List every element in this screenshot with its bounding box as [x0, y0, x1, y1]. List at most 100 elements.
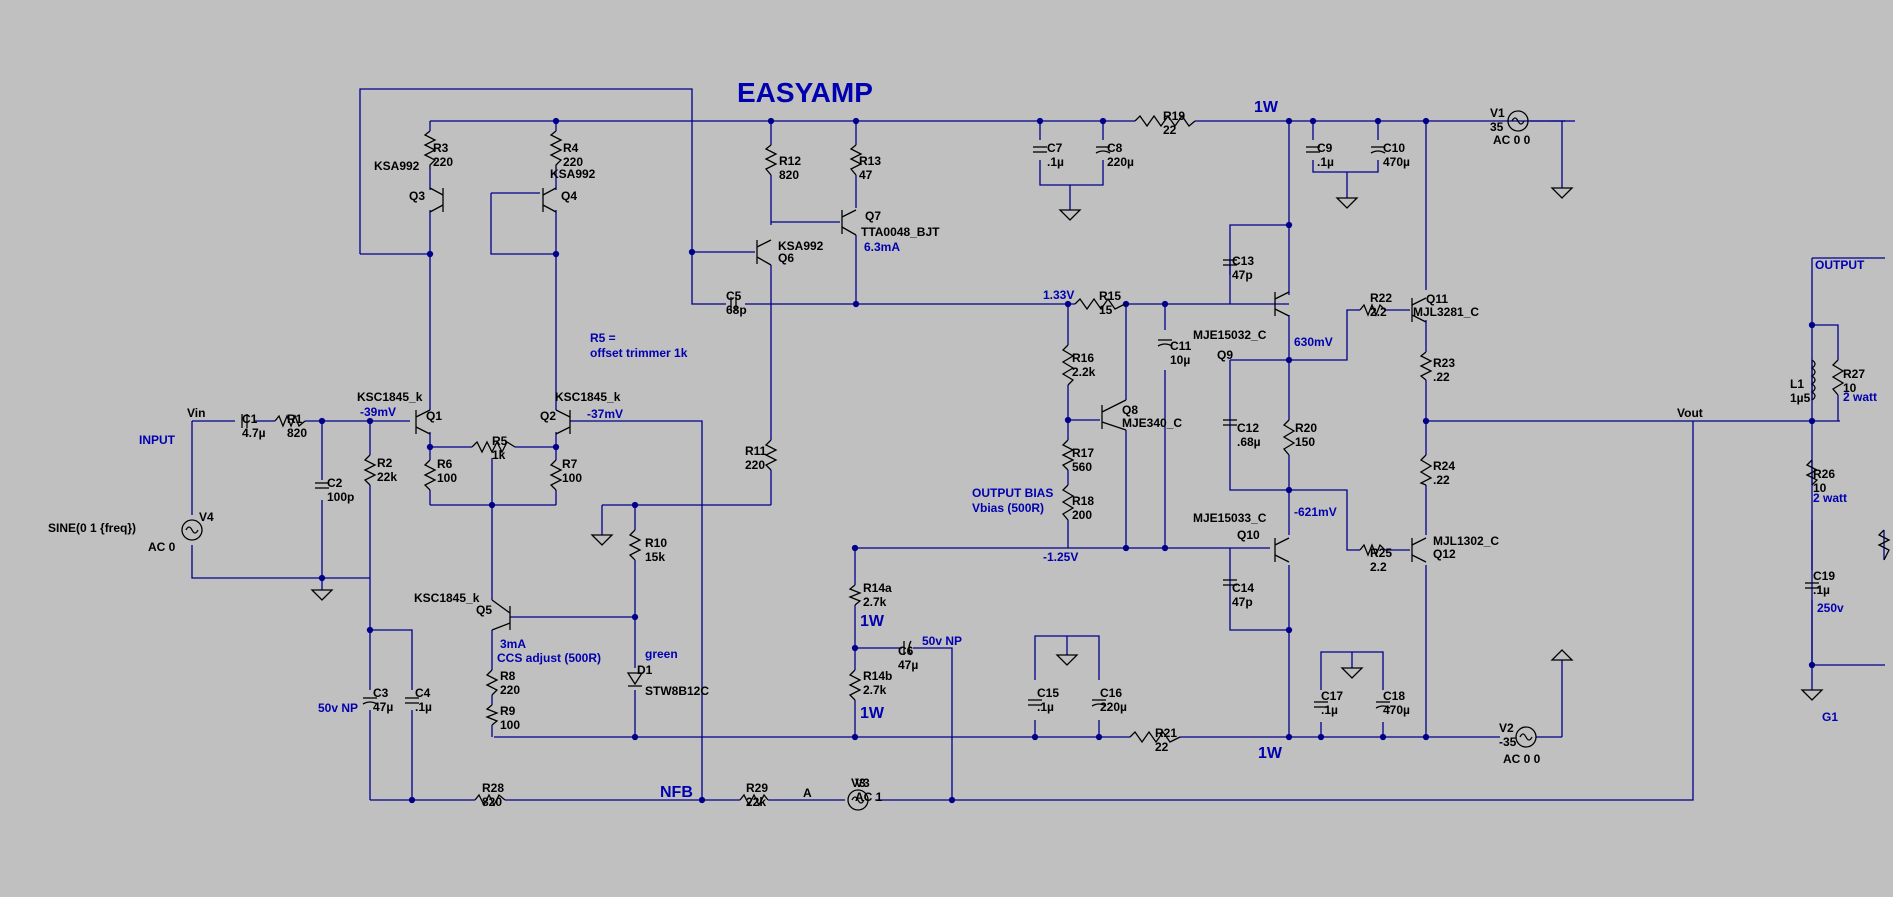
component-value-c14: 47p — [1232, 595, 1253, 609]
component-value-r28: 820 — [482, 795, 502, 809]
component-name-r1: R1 — [287, 412, 303, 426]
component-value-c5: 68p — [726, 303, 747, 317]
transistor-name-q8: Q8 — [1122, 403, 1138, 417]
annotation-v-630: 630mV — [1294, 335, 1333, 349]
page-title: EASYAMP — [737, 77, 873, 108]
component-name-v3: V3 — [855, 776, 870, 790]
component-name-c15: C15 — [1037, 686, 1059, 700]
component-value-c7: .1µ — [1047, 155, 1064, 169]
component-value-r1: 820 — [287, 426, 307, 440]
component-value-l1: 1µ5 — [1790, 391, 1811, 405]
component-name-r16: R16 — [1072, 351, 1094, 365]
transistor-name-q7: Q7 — [865, 209, 881, 223]
annotation-v-621: -621mV — [1294, 505, 1337, 519]
component-name-r14b: R14b — [863, 669, 892, 683]
annotation-w-r26: 2 watt — [1813, 491, 1847, 505]
component-name-r3: R3 — [433, 141, 449, 155]
annotation-v-1.33: 1.33V — [1043, 288, 1074, 302]
component-value-c13: 47p — [1232, 268, 1253, 282]
transistor-model-q4: KSA992 — [550, 167, 596, 181]
transistor-model-q11: MJL3281_C — [1413, 305, 1479, 319]
component-name-c7: C7 — [1047, 141, 1063, 155]
component-value-r14a: 2.7k — [863, 595, 887, 609]
component-value-c2: 100p — [327, 490, 354, 504]
component-name-r21: R21 — [1155, 726, 1177, 740]
label-a-node: A — [803, 786, 812, 800]
component-name-r26: R26 — [1813, 467, 1835, 481]
label-d1-name: D1 — [637, 663, 653, 677]
component-value-r29: 22k — [746, 795, 766, 809]
component-name-c6: C6 — [898, 644, 914, 658]
transistor-name-q6: Q6 — [778, 251, 794, 265]
transistor-name-q5: Q5 — [476, 603, 492, 617]
label-d1-model: STW8B12C — [645, 684, 709, 698]
label-v4-ac: AC 0 — [148, 540, 176, 554]
component-name-r29: R29 — [746, 781, 768, 795]
component-value-r7: 100 — [562, 471, 582, 485]
label-v2-ac: AC 0 0 — [1503, 752, 1541, 766]
transistor-labels: Q3KSA992Q4KSA992Q6KSA992Q7TTA0048_BJTQ1K… — [357, 159, 1499, 617]
transistor-name-q2: Q2 — [540, 409, 556, 423]
transistor-name-q12: Q12 — [1433, 547, 1456, 561]
component-value-c11: 10µ — [1170, 353, 1190, 367]
transistor-name-q4: Q4 — [561, 189, 577, 203]
component-value-r27: 10 — [1843, 381, 1857, 395]
component-value-c18: 470µ — [1383, 703, 1410, 717]
component-value-r8: 220 — [500, 683, 520, 697]
transistor-model-q5: KSC1845_k — [414, 591, 480, 605]
component-name-c2: C2 — [327, 476, 343, 490]
component-name-c16: C16 — [1100, 686, 1122, 700]
component-value-c3: 47µ — [373, 700, 393, 714]
annotation-c19-v: 250v — [1817, 601, 1844, 615]
component-value-c9: .1µ — [1317, 155, 1334, 169]
transistor-name-q10: Q10 — [1237, 528, 1260, 542]
component-value-r14b: 2.7k — [863, 683, 887, 697]
component-name-r20: R20 — [1295, 421, 1317, 435]
annotation-bias1: OUTPUT BIAS — [972, 486, 1053, 500]
component-value-c12: .68µ — [1237, 435, 1261, 449]
label-v4-name: V4 — [199, 510, 214, 524]
component-name-c1: C1 — [242, 412, 258, 426]
annotation-v-1.25: -1.25V — [1043, 550, 1078, 564]
component-name-c8: C8 — [1107, 141, 1123, 155]
label-v3-name: V3 — [851, 776, 866, 790]
annotation-ccs: CCS adjust (500R) — [497, 651, 601, 665]
transistor-name-q1: Q1 — [426, 409, 442, 423]
component-value-r9: 100 — [500, 718, 520, 732]
annotation-np1: 50v NP — [318, 701, 358, 715]
component-name-r27: R27 — [1843, 367, 1865, 381]
component-value-c10: 470µ — [1383, 155, 1410, 169]
transistor-name-q11: Q11 — [1426, 292, 1448, 306]
component-name-r25: R25 — [1370, 546, 1392, 560]
annotation-np2: 50v NP — [922, 634, 962, 648]
component-value-r26: 10 — [1813, 481, 1827, 495]
component-value-r3: 220 — [433, 155, 453, 169]
annotation-v-37: -37mV — [587, 407, 623, 421]
component-value-c1: 4.7µ — [242, 426, 266, 440]
transistor-name-q3: Q3 — [409, 189, 425, 203]
transistor-model-q7: TTA0048_BJT — [861, 225, 940, 239]
component-name-r24: R24 — [1433, 459, 1455, 473]
transistor-model-q3: KSA992 — [374, 159, 420, 173]
annotation-i-6.3: 6.3mA — [864, 240, 900, 254]
component-symbols — [181, 110, 1891, 811]
annotation-w-top1: 1W — [1254, 99, 1279, 116]
component-value-c19: .1µ — [1813, 583, 1830, 597]
component-value-c17: .1µ — [1321, 703, 1338, 717]
component-value-r13: 47 — [859, 168, 873, 182]
component-value-v1: 35 — [1490, 120, 1504, 134]
component-name-r18: R18 — [1072, 494, 1094, 508]
component-value-r6: 100 — [437, 471, 457, 485]
annotation-v-39: -39mV — [360, 405, 396, 419]
component-name-r28: R28 — [482, 781, 504, 795]
annotation-input: INPUT — [139, 433, 176, 447]
annotation-g1: G1 — [1822, 710, 1838, 724]
annotation-w-r14b: 1W — [860, 705, 885, 722]
component-value-r18: 200 — [1072, 508, 1092, 522]
component-value-c4: .1µ — [415, 700, 432, 714]
component-value-c6: 47µ — [898, 658, 918, 672]
annotation-w-bot1: 1W — [1258, 745, 1283, 762]
component-value-r22: 2.2 — [1370, 305, 1387, 319]
